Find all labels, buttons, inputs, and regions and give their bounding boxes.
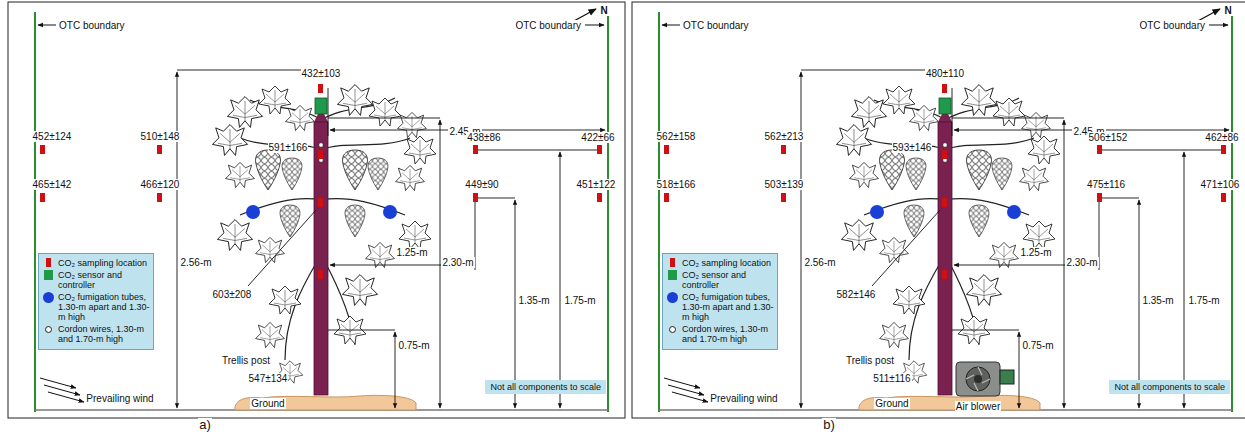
co2-value: 593±146 bbox=[892, 142, 933, 153]
legend-row: Cordon wires, 1.30-m and 1.70-m high bbox=[666, 324, 774, 344]
legend-row: CO₂ fumigation tubes, 1.30-m apart and 1… bbox=[666, 292, 774, 322]
co2-value: 452±124 bbox=[32, 131, 73, 142]
legend-box: CO₂ sampling locationCO₂ sensor and cont… bbox=[38, 253, 154, 350]
legend-row: CO₂ sensor and controller bbox=[666, 270, 774, 290]
legend-sample bbox=[42, 324, 58, 334]
legend-swatch bbox=[667, 292, 678, 303]
dimension-label: 0.75-m bbox=[1021, 340, 1054, 351]
note-box: Not all components to scale bbox=[485, 380, 606, 394]
co2-value: 449±90 bbox=[464, 179, 499, 190]
legend-text: Cordon wires, 1.30-m and 1.70-m high bbox=[58, 324, 150, 344]
legend-text: CO₂ fumigation tubes, 1.30-m apart and 1… bbox=[682, 292, 774, 322]
dimension-label: 1.75-m bbox=[563, 295, 596, 306]
panel-drawing bbox=[8, 2, 625, 418]
part-label: Air blower bbox=[955, 401, 1001, 412]
co2-value: 432±103 bbox=[301, 68, 342, 79]
legend-text: Cordon wires, 1.30-m and 1.70-m high bbox=[682, 324, 774, 344]
co2-value: 475±116 bbox=[1086, 179, 1126, 190]
co2-value: 582±146 bbox=[836, 289, 877, 300]
co2-value: 503±139 bbox=[764, 179, 805, 190]
part-label: Trellis post bbox=[221, 355, 271, 366]
boundary-label: OTC boundary bbox=[514, 20, 582, 31]
legend-sample bbox=[666, 258, 682, 268]
legend-sample bbox=[42, 270, 58, 280]
co2-value: 511±116 bbox=[872, 373, 911, 384]
co2-value: 480±110 bbox=[925, 68, 965, 79]
co2-value: 462±86 bbox=[1204, 132, 1239, 143]
panel-drawing bbox=[632, 2, 1245, 418]
legend-text: CO₂ fumigation tubes, 1.30-m apart and 1… bbox=[58, 292, 150, 322]
co2-value: 465±142 bbox=[32, 179, 73, 190]
co2-value: 562±213 bbox=[764, 131, 805, 142]
co2-value: 438±86 bbox=[466, 132, 501, 143]
dimension-label: 1.25-m bbox=[395, 247, 428, 258]
boundary-label: OTC boundary bbox=[682, 20, 750, 31]
panel-letter: a) bbox=[198, 418, 212, 432]
panel-letter: b) bbox=[822, 418, 836, 432]
dimension-label: 1.25-m bbox=[1019, 247, 1052, 258]
co2-value: 603±208 bbox=[212, 289, 253, 300]
boundary-label: OTC boundary bbox=[58, 20, 126, 31]
legend-row: CO₂ fumigation tubes, 1.30-m apart and 1… bbox=[42, 292, 150, 322]
wind-label: Prevailing wind bbox=[85, 393, 154, 404]
legend-box: CO₂ sampling locationCO₂ sensor and cont… bbox=[662, 253, 778, 350]
legend-swatch bbox=[46, 258, 51, 267]
legend-swatch bbox=[45, 326, 52, 333]
note-box: Not all components to scale bbox=[1109, 380, 1230, 394]
legend-sample bbox=[666, 292, 682, 302]
part-label: Trellis post bbox=[845, 355, 895, 366]
legend-swatch bbox=[669, 326, 676, 333]
dimension-label: 2.56-m bbox=[179, 257, 212, 268]
co2-value: 591±166 bbox=[268, 142, 309, 153]
part-label: Ground bbox=[250, 398, 285, 409]
co2-value: 506±152 bbox=[1088, 132, 1129, 143]
legend-text: CO₂ sensor and controller bbox=[58, 270, 150, 290]
legend-row: Cordon wires, 1.30-m and 1.70-m high bbox=[42, 324, 150, 344]
air-blower-symbol bbox=[956, 362, 1014, 396]
dimension-label: 0.75-m bbox=[397, 340, 430, 351]
legend-text: CO₂ sampling location bbox=[58, 258, 147, 268]
dimension-label: 2.30-m bbox=[1065, 257, 1098, 268]
wind-label: Prevailing wind bbox=[709, 393, 778, 404]
legend-row: CO₂ sensor and controller bbox=[42, 270, 150, 290]
legend-sample bbox=[666, 324, 682, 334]
legend-swatch bbox=[43, 292, 54, 303]
dimension-label: 1.75-m bbox=[1187, 295, 1220, 306]
co2-value: 466±120 bbox=[140, 179, 181, 190]
legend-text: CO₂ sampling location bbox=[682, 258, 771, 268]
co2-value: 471±106 bbox=[1200, 179, 1241, 190]
dimension-label: 2.30-m bbox=[441, 257, 474, 268]
legend-swatch bbox=[670, 258, 675, 267]
boundary-label: OTC boundary bbox=[1138, 20, 1206, 31]
legend-swatch bbox=[44, 270, 53, 280]
co2-value: 510±148 bbox=[140, 131, 181, 142]
legend-row: CO₂ sampling location bbox=[666, 258, 774, 268]
co2-value: 518±166 bbox=[656, 179, 697, 190]
north-label: N bbox=[1223, 5, 1232, 16]
dimension-label: 2.56-m bbox=[803, 257, 836, 268]
legend-swatch bbox=[668, 270, 677, 280]
dimension-label: 1.35-m bbox=[1141, 295, 1174, 306]
co2-value: 451±122 bbox=[576, 179, 617, 190]
note-text: Not all components to scale bbox=[490, 382, 601, 392]
co2-value: 422±66 bbox=[580, 132, 615, 143]
co2-value: 547±134 bbox=[248, 373, 289, 384]
legend-sample bbox=[666, 270, 682, 280]
part-label: Ground bbox=[874, 398, 909, 409]
north-label: N bbox=[599, 5, 608, 16]
legend-text: CO₂ sensor and controller bbox=[682, 270, 774, 290]
note-text: Not all components to scale bbox=[1114, 382, 1225, 392]
legend-row: CO₂ sampling location bbox=[42, 258, 150, 268]
legend-sample bbox=[42, 292, 58, 302]
co2-value: 562±158 bbox=[656, 131, 697, 142]
legend-sample bbox=[42, 258, 58, 268]
dimension-label: 1.35-m bbox=[517, 295, 550, 306]
